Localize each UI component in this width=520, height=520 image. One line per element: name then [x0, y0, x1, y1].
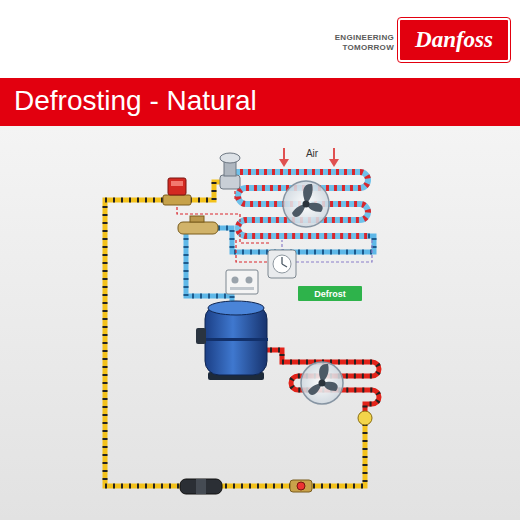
mode-label: Defrost: [314, 289, 346, 299]
filter-drier: [180, 479, 222, 494]
receiver: [358, 411, 372, 425]
air-label: Air: [300, 148, 324, 160]
liquid-line: [105, 182, 365, 486]
suction-valve: [178, 216, 218, 234]
title-band: [0, 78, 520, 126]
status-badge: Defrost: [298, 286, 362, 301]
header-ground: [0, 0, 520, 78]
air-arrows: [279, 148, 339, 167]
tagline: ENGINEERING TOMORROW: [326, 33, 394, 53]
sight-glass: [290, 480, 312, 492]
evaporator-coil: [232, 172, 368, 236]
condenser-fan: [301, 362, 343, 404]
slide-ground: [0, 126, 520, 520]
defrost-timer: [268, 250, 296, 278]
expansion-valve: [220, 153, 240, 189]
evaporator-fan: [283, 181, 329, 227]
brand-name: Danfoss: [415, 27, 493, 53]
compressor: [196, 301, 268, 380]
solenoid-valve: [163, 178, 191, 205]
slide-title: Defrosting - Natural: [14, 84, 257, 118]
logo-box: Danfoss: [398, 18, 510, 62]
suction-line: [180, 228, 374, 304]
pressure-switch: [226, 270, 258, 294]
condenser-coil: [262, 350, 379, 412]
